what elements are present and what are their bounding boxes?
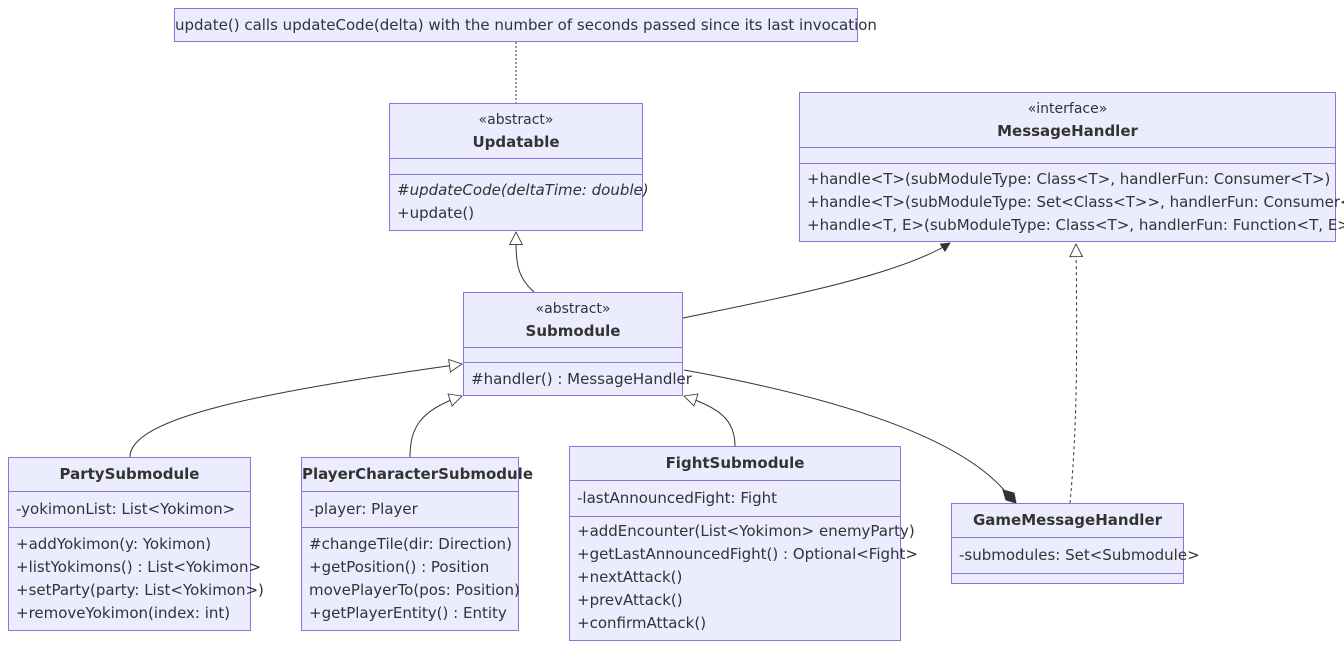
inherit-submodule-updatable — [516, 232, 535, 293]
class-header: PartySubmodule — [9, 458, 250, 492]
class-name: MessageHandler — [997, 122, 1138, 140]
inherit-player-submodule — [409, 396, 462, 458]
method-row: +handle<T>(subModuleType: Set<Class<T>>,… — [807, 193, 1344, 211]
class-header: GameMessageHandler — [952, 504, 1183, 538]
attribute-section: -lastAnnouncedFight: Fight — [570, 481, 900, 517]
method-row: +confirmAttack() — [577, 614, 707, 632]
class-header: PlayerCharacterSubmodule — [302, 458, 533, 492]
method-row: movePlayerTo(pos: Position) — [309, 581, 520, 599]
class-playercharactersubmodule: PlayerCharacterSubmodule -player: Player… — [301, 457, 533, 631]
method-row: +handle<T, E>(subModuleType: Class<T>, h… — [807, 216, 1344, 234]
class-stereotype: «abstract» — [478, 112, 554, 128]
method-row: +handle<T>(subModuleType: Class<T>, hand… — [807, 170, 1331, 188]
class-fightsubmodule: FightSubmodule -lastAnnouncedFight: Figh… — [569, 446, 918, 641]
attribute-section — [464, 348, 682, 363]
method-section: +handle<T>(subModuleType: Class<T>, hand… — [800, 164, 1344, 237]
method-row: +removeYokimon(index: int) — [16, 604, 231, 622]
attribute-section — [800, 148, 1335, 164]
class-messagehandler: «interface» MessageHandler +handle<T>(su… — [799, 92, 1344, 242]
inherit-fight-submodule — [684, 396, 736, 447]
method-row: +getLastAnnouncedFight() : Optional<Figh… — [577, 545, 918, 563]
attribute-row: -submodules: Set<Submodule> — [959, 546, 1200, 564]
attribute-row: -yokimonList: List<Yokimon> — [16, 500, 236, 518]
class-header: FightSubmodule — [570, 447, 900, 481]
attribute-section: -submodules: Set<Submodule> — [952, 538, 1200, 574]
class-name: Updatable — [472, 133, 560, 151]
class-gamemessagehandler: GameMessageHandler -submodules: Set<Subm… — [951, 503, 1200, 584]
class-name: PartySubmodule — [59, 465, 200, 483]
method-row: +getPosition() : Position — [309, 558, 490, 576]
class-header: «abstract» Updatable — [390, 104, 642, 159]
association-submodule-messagehandler — [682, 242, 951, 319]
method-row: #changeTile(dir: Direction) — [309, 535, 512, 553]
method-row: +addYokimon(y: Yokimon) — [16, 535, 212, 553]
method-row: +update() — [397, 204, 475, 222]
class-submodule: «abstract» Submodule #handler() : Messag… — [463, 292, 692, 396]
method-row: +prevAttack() — [577, 591, 683, 609]
class-name: PlayerCharacterSubmodule — [302, 465, 533, 483]
attribute-section: -yokimonList: List<Yokimon> — [9, 492, 250, 528]
method-section: #handler() : MessageHandler — [464, 363, 692, 391]
class-name: Submodule — [525, 322, 621, 340]
attribute-section: -player: Player — [302, 492, 518, 528]
attribute-row: -player: Player — [309, 500, 418, 518]
class-name: FightSubmodule — [665, 454, 805, 472]
attribute-row: -lastAnnouncedFight: Fight — [577, 489, 777, 507]
class-name: GameMessageHandler — [972, 511, 1163, 529]
method-section — [952, 574, 1183, 583]
method-section: #updateCode(deltaTime: double) +update() — [390, 175, 649, 225]
class-stereotype: «interface» — [1027, 101, 1108, 117]
attribute-section — [390, 159, 642, 175]
updatable-note: update() calls updateCode(delta) with th… — [174, 8, 877, 42]
realization-game-messagehandler — [1070, 244, 1077, 504]
class-partysubmodule: PartySubmodule -yokimonList: List<Yokimo… — [8, 457, 264, 631]
method-row: +addEncounter(List<Yokimon> enemyParty) — [577, 522, 915, 540]
composition-diamond — [1002, 489, 1017, 504]
method-row: +getPlayerEntity() : Entity — [309, 604, 507, 622]
class-stereotype: «abstract» — [535, 301, 611, 317]
class-header: «interface» MessageHandler — [800, 93, 1335, 148]
class-updatable: «abstract» Updatable #updateCode(deltaTi… — [389, 103, 649, 231]
method-section: +addYokimon(y: Yokimon) +listYokimons() … — [9, 528, 264, 625]
method-row: +listYokimons() : List<Yokimon> — [16, 558, 262, 576]
method-section: #changeTile(dir: Direction) +getPosition… — [302, 528, 520, 625]
method-section: +addEncounter(List<Yokimon> enemyParty) … — [570, 517, 918, 635]
method-row: +nextAttack() — [577, 568, 683, 586]
composition-game-submodule — [683, 369, 1005, 491]
method-row: +setParty(party: List<Yokimon>) — [16, 581, 264, 599]
method-row: #handler() : MessageHandler — [471, 370, 692, 388]
inherit-party-submodule — [129, 364, 462, 458]
method-row: #updateCode(deltaTime: double) — [397, 181, 649, 199]
class-header: «abstract» Submodule — [464, 293, 682, 348]
